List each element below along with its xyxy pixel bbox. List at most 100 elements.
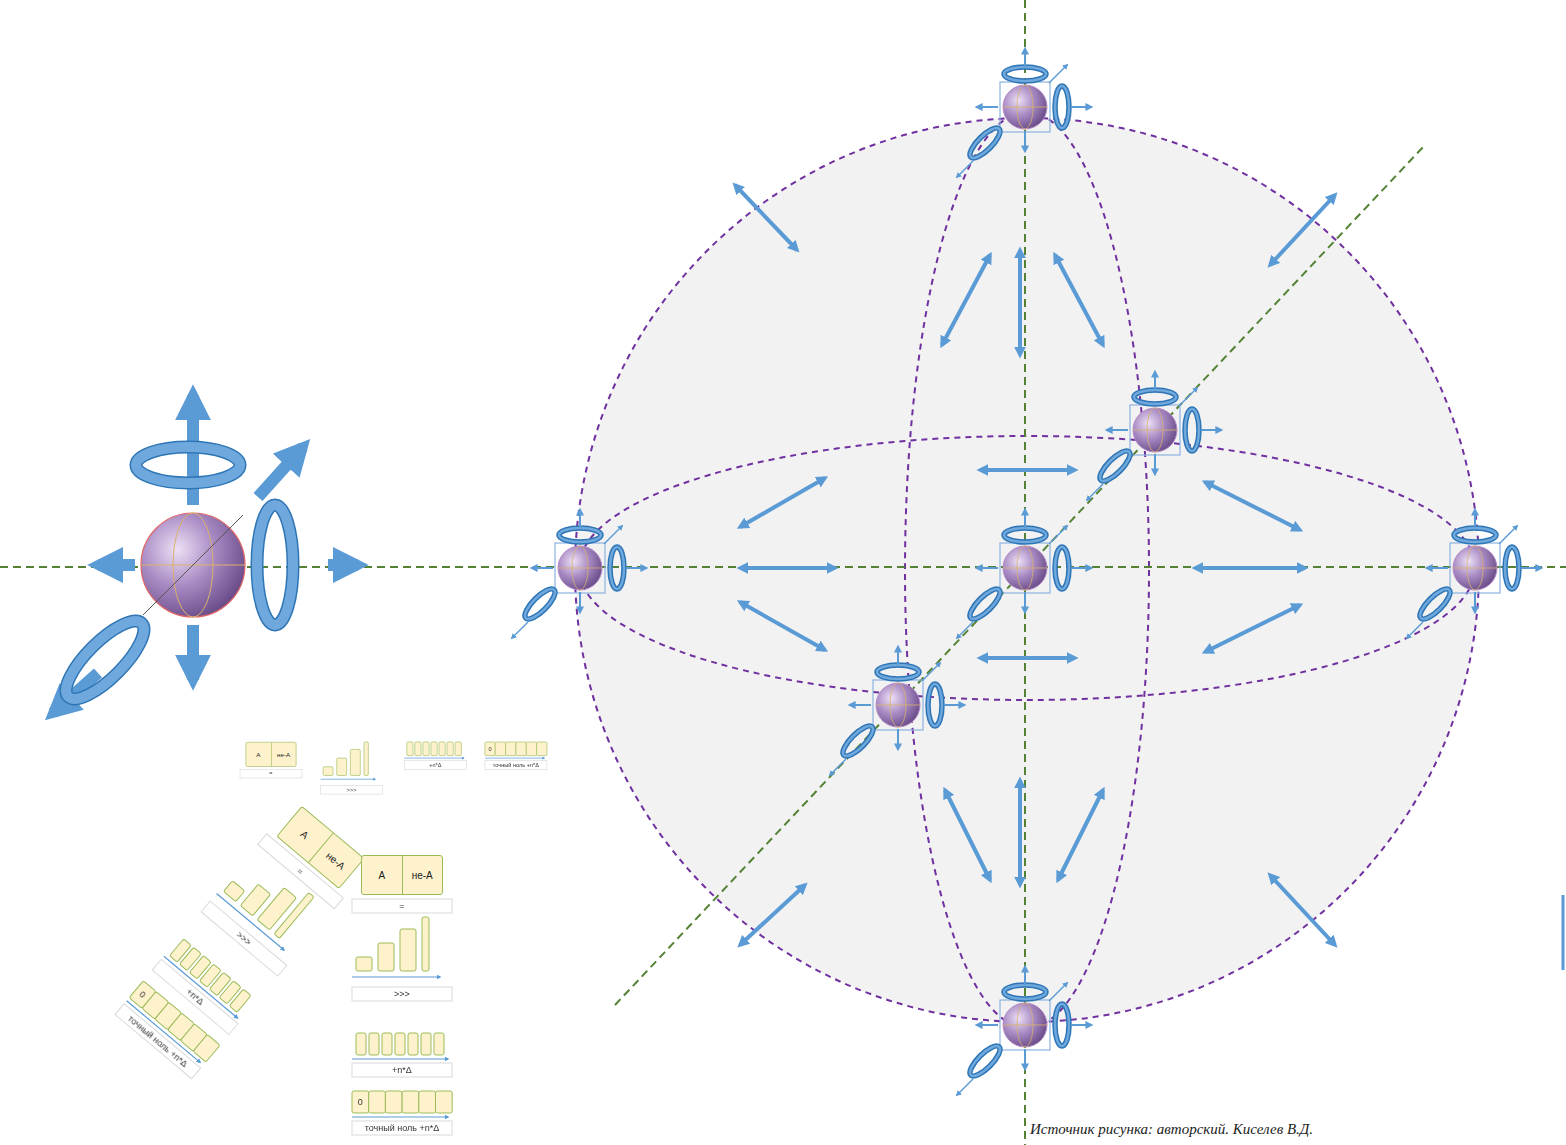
rotation-ring: [1505, 547, 1519, 589]
arrow: [944, 704, 964, 706]
meridian: [1003, 1025, 1047, 1026]
particle: [141, 513, 245, 617]
rotation-ring: [559, 528, 601, 542]
arrow: [1018, 250, 1022, 355]
arrow: [740, 885, 805, 945]
rotation-ring: [1505, 547, 1519, 589]
meridian: [1453, 568, 1497, 569]
arrow: [1071, 106, 1091, 108]
arrow: [735, 185, 797, 250]
arrow: [1521, 567, 1541, 569]
rotation-ring: [928, 684, 942, 726]
caption-box: [352, 899, 452, 913]
arrow: [1205, 482, 1300, 530]
rotation-ring: [1004, 985, 1046, 999]
rotation-ring: [610, 547, 624, 589]
arrow: [579, 510, 581, 528]
cell: [224, 881, 245, 902]
particle-glyph: [957, 49, 1091, 177]
arrow: [604, 526, 622, 544]
cell: [356, 1033, 366, 1055]
rotation-ring: [966, 585, 1004, 623]
rotation-ring: [521, 585, 559, 623]
meridian: [876, 705, 920, 706]
cell: [434, 1033, 444, 1055]
cell: [423, 742, 429, 756]
rotation-ring: [1096, 447, 1134, 485]
rotation-ring: [1096, 447, 1134, 485]
scale-arrow: [404, 758, 464, 759]
rotation-ring: [1416, 585, 1454, 623]
arrow: [1071, 1024, 1091, 1026]
cell: [369, 1033, 379, 1055]
rotation-ring: [1004, 67, 1046, 81]
rotation-ring: [1004, 528, 1046, 542]
arrow: [1195, 566, 1305, 570]
arrow: [1071, 567, 1091, 569]
rotation-ring: [1185, 409, 1199, 451]
scale-arrow: [321, 779, 376, 780]
cell: [356, 957, 372, 971]
arrow: [980, 468, 1075, 472]
arrow: [977, 567, 998, 569]
caption-text: +n*Δ: [352, 1063, 452, 1077]
caption-box: [152, 959, 238, 1034]
arrow: [1024, 131, 1026, 151]
rotation-ring: [1004, 528, 1046, 542]
cell: [526, 742, 536, 756]
caption-text: точный ноль +n*Δ: [352, 1121, 452, 1135]
caption-text: =: [240, 769, 302, 778]
arrow: [1024, 510, 1026, 528]
cell: [537, 742, 547, 756]
rotation-ring: [56, 611, 155, 710]
arrow: [1107, 429, 1128, 431]
arrow: [740, 478, 825, 527]
diagram-group: Ане-А=>>>+n*Δ0точный ноль +n*Δ: [109, 800, 380, 1093]
cell: [382, 1033, 392, 1055]
arrow: [957, 161, 973, 177]
arrow: [187, 625, 199, 680]
arrow: [850, 704, 871, 706]
arrow: [1179, 388, 1197, 406]
axis-line: [615, 145, 1425, 1005]
rotation-ring: [1055, 1004, 1069, 1046]
particle: [1003, 1003, 1047, 1047]
cell: [274, 892, 314, 938]
arrow: [830, 759, 846, 775]
arrow: [1055, 255, 1103, 345]
meridian: [905, 112, 1149, 1028]
arrow: [512, 622, 528, 638]
cell: [439, 742, 445, 756]
frame: [1000, 1000, 1050, 1050]
arrow: [1024, 1049, 1026, 1069]
arrow: [328, 559, 358, 571]
arrow: [1024, 967, 1026, 985]
zero-mark: 0: [485, 742, 495, 756]
cell: [422, 917, 429, 971]
rotation-ring: [839, 722, 877, 760]
particle-glyph: [830, 647, 964, 775]
meridian: [558, 568, 602, 569]
cell: [485, 742, 495, 756]
caption-box: [404, 761, 466, 770]
meridian: [1133, 430, 1177, 431]
caption-box: [485, 761, 547, 770]
sphere-outline: [575, 118, 1479, 1022]
arrow: [1474, 510, 1476, 528]
source-caption: Источник рисунка: авторский. Киселев В.Д…: [1030, 1121, 1313, 1138]
rotation-ring: [966, 124, 1004, 162]
scale-arrow: [352, 976, 440, 977]
frame: [1450, 543, 1500, 593]
rotation-ring: [56, 611, 155, 710]
arrow: [977, 106, 998, 108]
rotation-ring: [839, 722, 877, 760]
particle-glyph: [1087, 372, 1221, 500]
cell: [421, 1033, 431, 1055]
caption-box: [115, 1004, 201, 1079]
rotation-ring: [1055, 547, 1069, 589]
rotation-ring: [966, 124, 1004, 162]
rotation-ring: [877, 665, 919, 679]
arrow: [1201, 429, 1221, 431]
arrow: [626, 567, 646, 569]
